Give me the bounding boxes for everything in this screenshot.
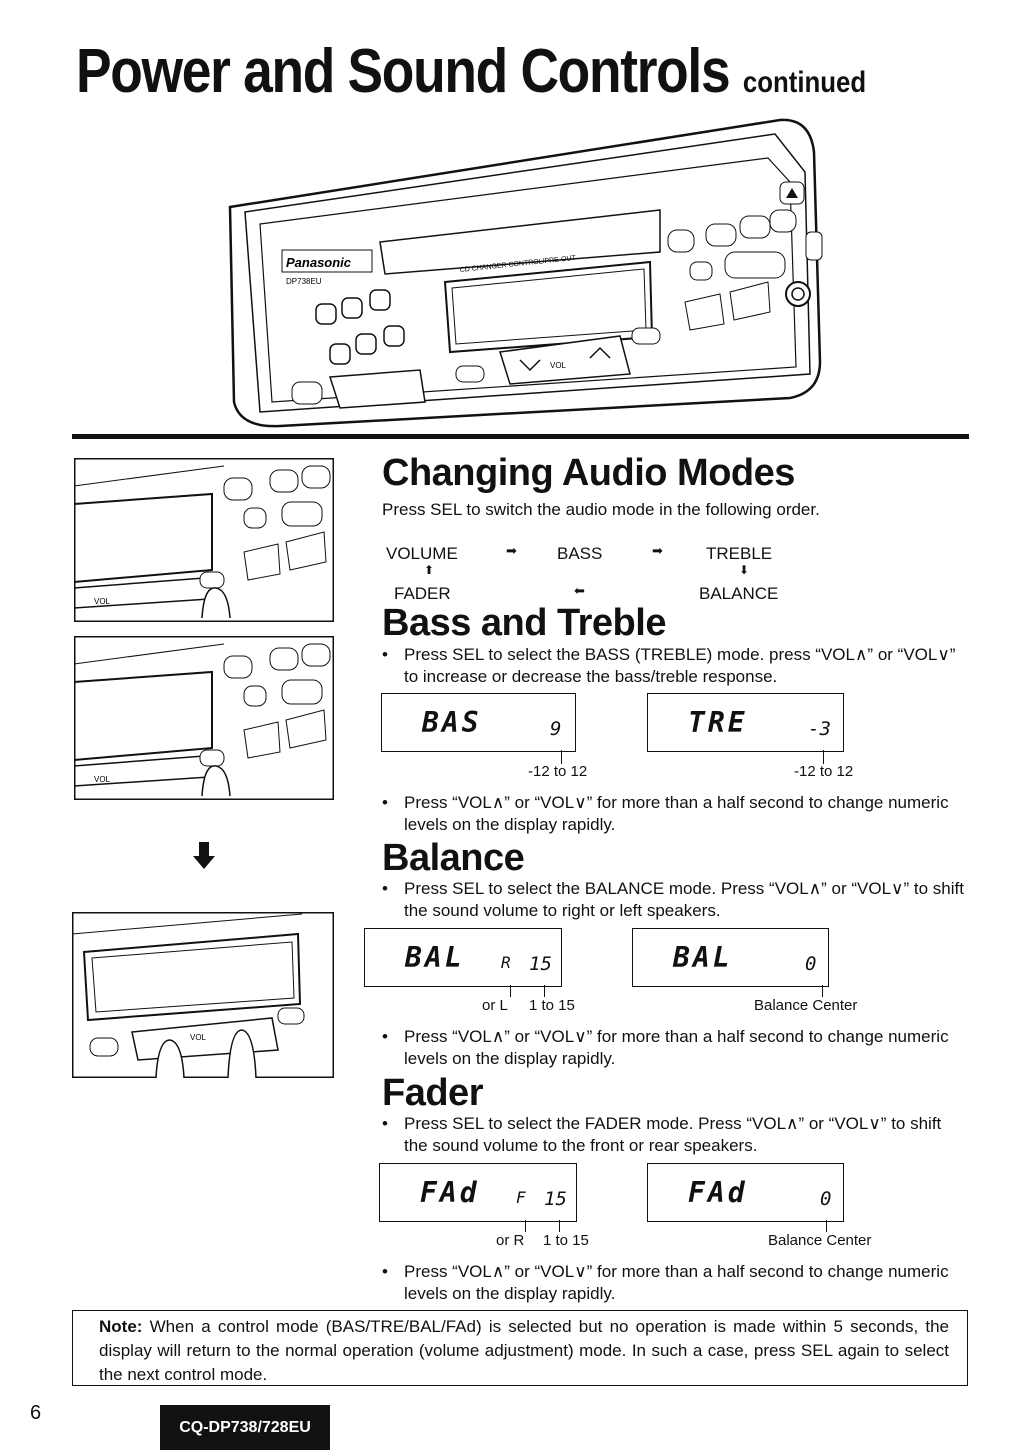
page-number: 6: [30, 1402, 42, 1424]
svg-text:VOL: VOL: [94, 597, 111, 606]
svg-text:VOL: VOL: [94, 775, 111, 784]
page-title-text: Power and Sound Controls: [76, 37, 731, 106]
audio-modes-heading: Changing Audio Modes: [382, 452, 795, 494]
note-text: When a control mode (BAS/TRE/BAL/FAd) is…: [99, 1317, 949, 1384]
balance-bullet-1: •Press SEL to select the BALANCE mode. P…: [382, 879, 964, 920]
mode-balance: BALANCE: [699, 584, 779, 603]
mode-treble: TREBLE: [706, 544, 773, 563]
fader-center-caption: Balance Center: [768, 1232, 872, 1249]
fader-bullet-2: •Press “VOL∧” or “VOL∨” for more than a …: [382, 1262, 949, 1303]
fader-bullet-1: •Press SEL to select the FADER mode. Pre…: [382, 1114, 942, 1155]
svg-text:VOL: VOL: [550, 361, 567, 370]
mode-fader: FADER: [394, 584, 451, 603]
arrow-up-icon: ⬆: [424, 563, 435, 577]
balance-bullet-2: •Press “VOL∧” or “VOL∨” for more than a …: [382, 1027, 949, 1068]
sel-press-illustration-1: VOL: [74, 458, 334, 622]
lcd-balance-right: BAL R 15: [364, 928, 562, 987]
model-footer: CQ-DP738/728EU: [160, 1405, 330, 1450]
mode-bass: BASS: [557, 544, 603, 563]
fader-caption-side: or R: [496, 1232, 525, 1249]
note-box: Note: When a control mode (BAS/TRE/BAL/F…: [72, 1310, 968, 1386]
arrow-right-icon: ➡: [652, 543, 663, 558]
arrow-left-icon: ⬅: [574, 583, 585, 598]
balance-heading: Balance: [382, 837, 525, 879]
svg-text:VOL: VOL: [190, 1033, 207, 1042]
page-title: Power and Sound Controls continued: [76, 36, 866, 107]
lcd-fader-front: FAd F 15: [379, 1163, 577, 1222]
arrow-down-icon: ⬇: [739, 563, 750, 577]
lcd-balance-center: BAL 0: [632, 928, 829, 987]
car-stereo-illustration: Panasonic DP738EU CD CHANGER CONTROL/PRE…: [228, 118, 823, 428]
mode-volume: VOLUME: [386, 544, 458, 563]
section-divider: [72, 434, 969, 439]
bass-treble-bullet-2: •Press “VOL∧” or “VOL∨” for more than a …: [382, 793, 949, 834]
balance-caption-range: 1 to 15: [529, 997, 575, 1014]
balance-caption-side: or L: [482, 997, 508, 1014]
vol-press-illustration: VOL: [72, 912, 334, 1078]
down-arrow-icon: [193, 842, 215, 869]
note-label: Note:: [99, 1317, 143, 1336]
treble-range: -12 to 12: [794, 763, 854, 780]
model-label: DP738EU: [286, 277, 322, 286]
page-title-suffix: continued: [742, 66, 867, 99]
bass-treble-bullet-1: •Press SEL to select the BASS (TREBLE) m…: [382, 645, 956, 686]
balance-center-caption: Balance Center: [754, 997, 858, 1014]
fader-heading: Fader: [382, 1072, 483, 1114]
lcd-fader-center: FAd 0: [647, 1163, 844, 1222]
sel-press-illustration-2: VOL: [74, 636, 334, 800]
arrow-right-icon: ➡: [506, 543, 517, 558]
brand-logo: Panasonic: [286, 255, 352, 270]
bass-treble-heading: Bass and Treble: [382, 602, 666, 644]
preset-buttons: [315, 289, 405, 365]
fader-caption-range: 1 to 15: [543, 1232, 589, 1249]
lcd-treble: TRE -3: [647, 693, 844, 752]
bass-range: -12 to 12: [528, 763, 588, 780]
lcd-bass: BAS 9: [381, 693, 576, 752]
audio-modes-intro: Press SEL to switch the audio mode in th…: [382, 500, 820, 519]
